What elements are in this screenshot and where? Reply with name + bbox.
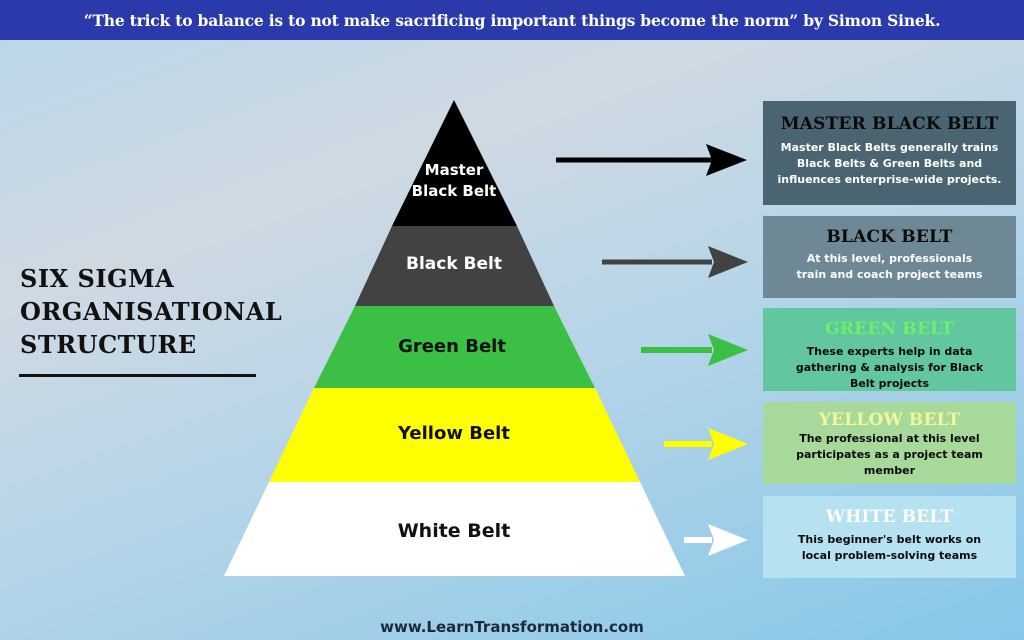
- title-line-2: ORGANISATIONAL: [20, 297, 283, 326]
- label-yellow-belt: Yellow Belt: [398, 423, 510, 444]
- label-black-belt: Black Belt: [406, 254, 502, 274]
- page-title: SIX SIGMA ORGANISATIONAL STRUCTURE: [20, 262, 282, 361]
- title-line-3: STRUCTURE: [20, 330, 197, 359]
- card-master-black-belt: MASTER BLACK BELT Master Black Belts gen…: [763, 101, 1016, 205]
- card-green-belt: GREEN BELT These experts help in data ga…: [763, 308, 1016, 391]
- card-title: WHITE BELT: [825, 507, 954, 527]
- card-title: MASTER BLACK BELT: [780, 114, 999, 134]
- label-line: Black Belt: [411, 182, 497, 200]
- quote-banner: “The trick to balance is to not make sac…: [0, 0, 1024, 40]
- level-yellow-belt: [269, 388, 640, 482]
- label-white-belt: White Belt: [397, 520, 511, 542]
- card-description: The professional at this level participa…: [796, 432, 983, 477]
- card-title: BLACK BELT: [826, 227, 953, 247]
- label-line: Master: [424, 161, 484, 179]
- arrow-right-icon: [641, 334, 748, 366]
- card-title: YELLOW BELT: [818, 410, 961, 430]
- label-green-belt: Green Belt: [398, 336, 506, 357]
- arrow-right-icon: [602, 246, 748, 278]
- card-black-belt: BLACK BELT At this level, professionals …: [763, 216, 1016, 298]
- card-description: At this level, professionals train and c…: [796, 252, 983, 281]
- card-description: These experts help in data gathering & a…: [795, 345, 984, 390]
- arrow-right-icon: [556, 144, 747, 176]
- quote-text: “The trick to balance is to not make sac…: [83, 10, 941, 30]
- card-description: This beginner's belt works on local prob…: [797, 533, 982, 562]
- level-green-belt: [314, 306, 595, 388]
- arrow-right-icon: [684, 524, 748, 556]
- title-line-1: SIX SIGMA: [20, 264, 175, 293]
- level-black-belt: [355, 226, 554, 306]
- level-white-belt: [224, 482, 685, 576]
- title-underline: [19, 374, 256, 377]
- arrow-right-icon: [664, 428, 748, 460]
- label-master-black-belt: Master Black Belt: [412, 160, 497, 202]
- level-master-black-belt: [392, 100, 517, 226]
- card-white-belt: WHITE BELT This beginner's belt works on…: [763, 496, 1016, 578]
- card-yellow-belt: YELLOW BELT The professional at this lev…: [763, 402, 1016, 484]
- card-title: GREEN BELT: [825, 319, 954, 339]
- card-description: Master Black Belts generally trains Blac…: [777, 141, 1002, 186]
- footer-url[interactable]: www.LearnTransformation.com: [380, 618, 644, 636]
